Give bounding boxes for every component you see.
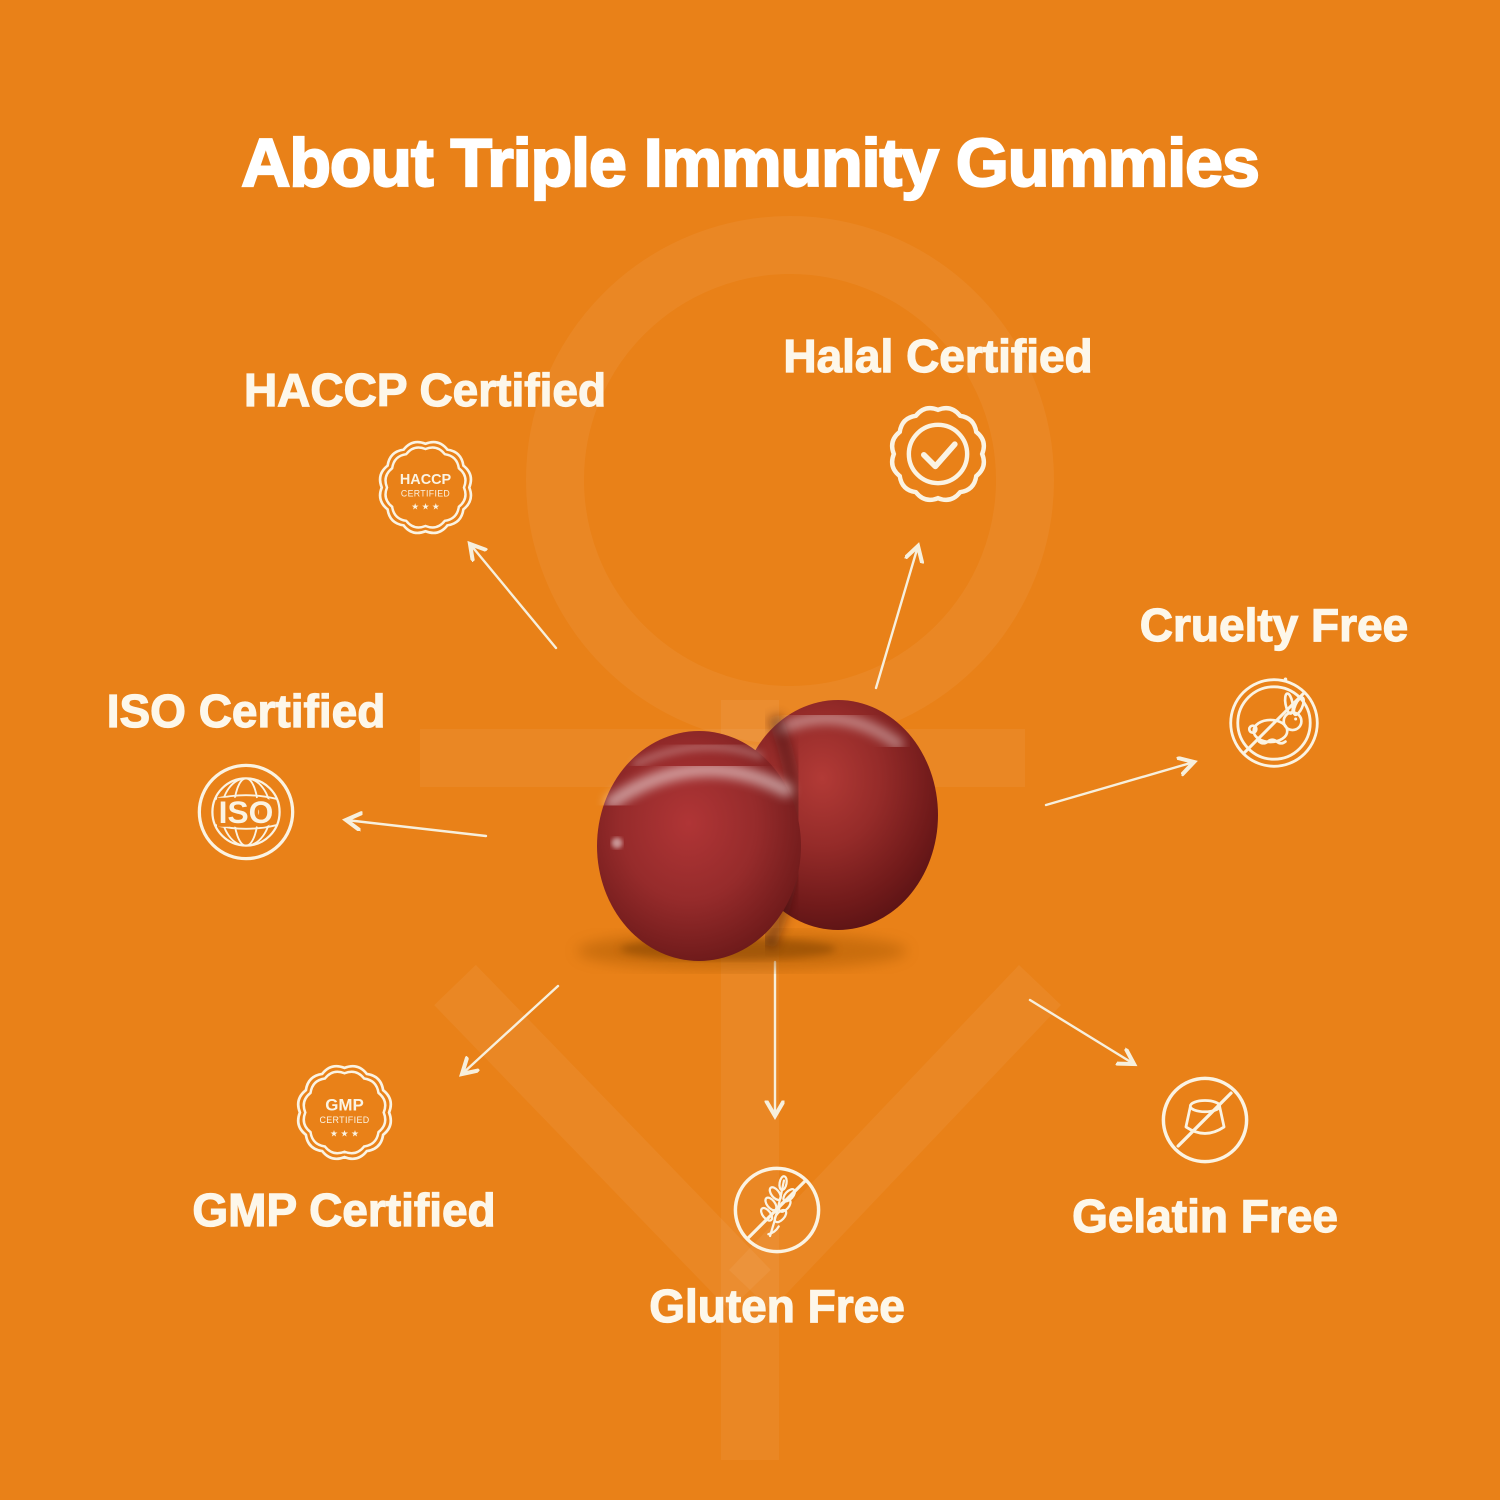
svg-text:★ ★ ★: ★ ★ ★: [330, 1129, 359, 1139]
iso-globe-icon: ISO: [197, 763, 295, 861]
feature-cruelty-free: Cruelty Free: [1064, 598, 1484, 776]
prohibition-slash: [746, 1179, 807, 1240]
feature-haccp-certified: HACCP Certified HACCP CERTIFIED ★ ★ ★: [215, 363, 635, 540]
page-title: About Triple Immunity Gummies: [240, 124, 1261, 202]
gelatin-free-label: Gelatin Free: [1071, 1189, 1338, 1242]
cruelty-free-label: Cruelty Free: [1139, 598, 1409, 651]
gmp-label: GMP Certified: [192, 1183, 497, 1236]
gummy-shadow: [577, 932, 907, 970]
haccp-label: HACCP Certified: [243, 363, 607, 416]
arrow-to-gelatin-free: [1028, 998, 1134, 1064]
gluten-free-label: Gluten Free: [649, 1279, 906, 1332]
feature-gelatin-free: Gelatin Free: [995, 1068, 1415, 1243]
globe-glyph: [211, 777, 281, 847]
halal-certified-badge-icon: [885, 401, 991, 507]
gelatin-free-jelly-icon: [1161, 1076, 1249, 1164]
svg-text:ISO: ISO: [219, 794, 274, 830]
svg-text:GMP: GMP: [325, 1096, 364, 1115]
svg-text:CERTIFIED: CERTIFIED: [400, 488, 449, 498]
feature-gmp-certified: GMP CERTIFIED ★ ★ ★ GMP Certified: [134, 1059, 554, 1237]
iso-label: ISO Certified: [106, 684, 386, 737]
prohibition-slash: [1242, 691, 1306, 755]
feature-halal-certified: Halal Certified: [728, 329, 1148, 507]
svg-text:CERTIFIED: CERTIFIED: [319, 1115, 369, 1125]
prohibition-slash: [1176, 1091, 1233, 1148]
svg-text:★ ★ ★: ★ ★ ★: [411, 501, 440, 511]
feature-gluten-free: Gluten Free: [567, 1158, 987, 1333]
arrow-to-halal: [874, 546, 918, 690]
gmp-certified-badge-icon: GMP CERTIFIED ★ ★ ★: [296, 1064, 392, 1161]
gummy-right: [738, 700, 938, 930]
halal-label: Halal Certified: [783, 329, 1094, 382]
svg-text:HACCP: HACCP: [399, 472, 451, 488]
arrow-to-haccp: [470, 544, 558, 650]
wheat-glyph: [759, 1175, 796, 1238]
gluten-free-wheat-icon: [733, 1166, 821, 1254]
gummy-left: [597, 731, 801, 961]
feature-iso-certified: ISO Certified ISO: [36, 684, 456, 868]
haccp-certified-badge-icon: HACCP CERTIFIED ★ ★ ★: [378, 440, 472, 535]
checkmark-glyph: [920, 441, 958, 470]
cruelty-free-rabbit-icon: [1229, 677, 1319, 768]
